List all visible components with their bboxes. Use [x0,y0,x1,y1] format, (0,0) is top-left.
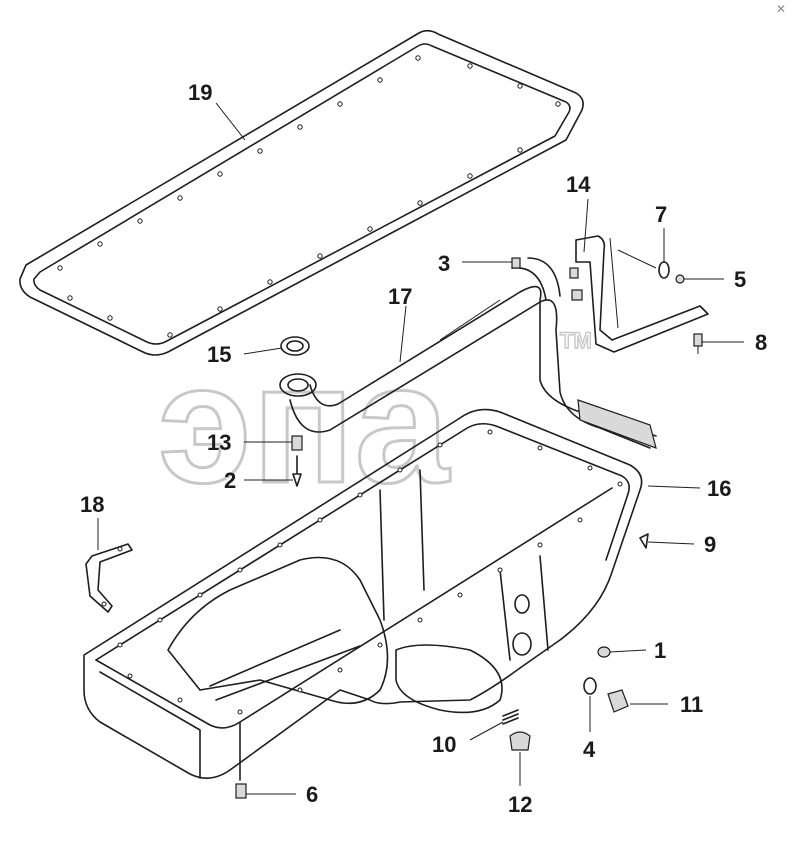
bolt-2 [292,455,302,487]
watermark: эпа TM [157,327,593,520]
oil-pan-gasket [19,29,584,356]
callout-7: 7 [655,202,667,227]
oil-pan [83,408,643,781]
callout-14: 14 [566,172,591,197]
bolt-6 [235,783,247,799]
pan-bracket [85,543,133,613]
leader-lines [97,102,744,795]
nut-5 [675,274,685,284]
spacer-13 [291,435,303,451]
close-icon[interactable]: ✕ [776,2,786,16]
callout-19: 19 [188,80,212,105]
o-ring-15 [280,336,310,356]
callout-17: 17 [388,284,412,309]
tube-flange-parts [280,257,583,487]
watermark-text: эпа [158,329,451,519]
callout-10: 10 [432,732,456,757]
washer-7 [658,261,670,279]
callout-15: 15 [207,342,231,367]
drain-plug-12 [509,731,531,751]
callout-18: 18 [80,492,104,517]
callout-6: 6 [306,782,318,807]
seal-4 [583,677,597,695]
callout-4: 4 [583,737,596,762]
bolt-3 [511,257,521,269]
callout-8: 8 [755,330,767,355]
watermark-trademark: TM [560,328,592,353]
callout-9: 9 [704,532,716,557]
callout-2: 2 [224,468,236,493]
callout-13: 13 [207,430,231,455]
clip-9 [639,533,649,549]
plug-11 [607,689,629,713]
callout-labels: 19 3 17 14 7 5 8 15 13 2 16 9 18 1 11 4 … [80,80,767,817]
drain-parts [235,533,649,799]
plug-1 [597,646,611,658]
callout-5: 5 [734,267,746,292]
bolt-8 [693,333,703,347]
callout-12: 12 [508,792,532,817]
spring-10 [502,709,519,725]
callout-3: 3 [438,251,450,276]
callout-16: 16 [707,476,731,501]
tube-bracket [569,235,709,354]
callout-11: 11 [680,692,703,717]
callout-1: 1 [654,638,666,663]
